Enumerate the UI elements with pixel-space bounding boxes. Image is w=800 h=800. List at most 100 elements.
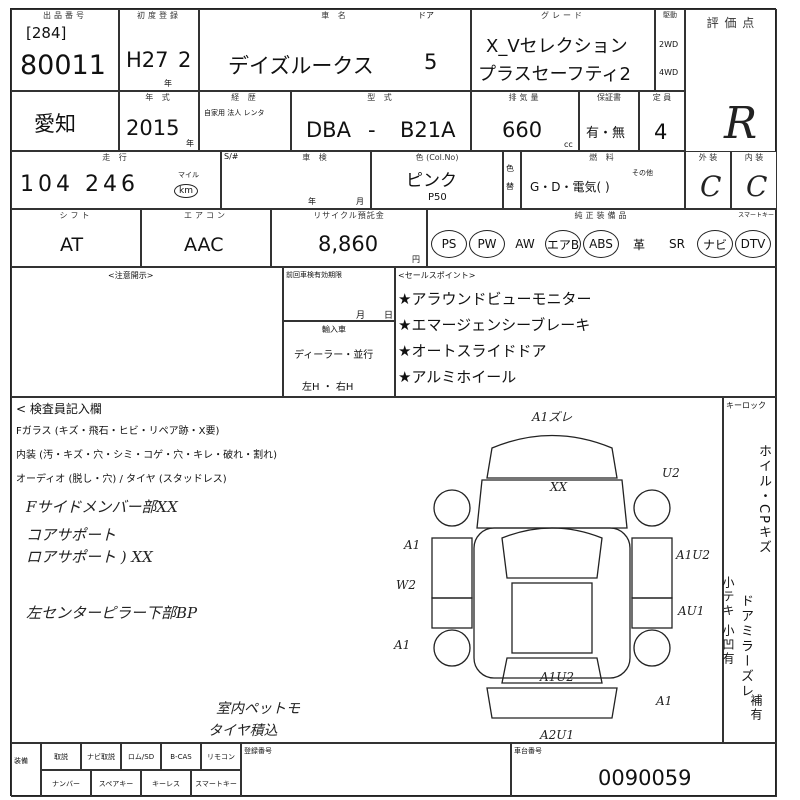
exterior-grade: C [700, 170, 722, 203]
glass-note: Fガラス (キズ・飛石・ヒビ・リペア跡・X要) [16, 426, 220, 437]
import-dealer: ディーラー・並行 [294, 350, 374, 361]
mileage: 104 246 [20, 172, 139, 197]
type-code: B21A [400, 118, 456, 142]
fuel-cell: 燃 料 G・D・電気( ) その他 [521, 151, 685, 209]
displacement-cell: 排気量 660 cc [471, 91, 579, 151]
diagram-mark-rear-right: A1 [656, 694, 673, 708]
recycle-unit: 円 [412, 255, 420, 264]
lot-label: 出品番号 [43, 11, 87, 20]
odometer-label: S/# [224, 152, 239, 161]
recycle: 8,860 [318, 232, 379, 256]
hand-note-2: コアサポート [26, 526, 117, 544]
inspector-cell: < 検査員記入欄 Fガラス (キズ・飛石・ヒビ・リペア跡・X要) 内装 (汚・キ… [11, 397, 723, 743]
displacement: 660 [502, 118, 543, 142]
region-cell: 愛知 [11, 91, 119, 151]
grade-line-1: X_Vセレクション [486, 36, 628, 57]
year-cell: 年 式 2015 年 [119, 91, 199, 151]
keylock-text-2: ドアミラーズレ [738, 594, 753, 699]
import-cell: 輸入車 ディーラー・並行 左H ・ 右H [283, 321, 395, 397]
capacity-cell: 定 員 4 [639, 91, 685, 151]
exterior-label: 外 装 [698, 153, 718, 162]
warranty-value: 有・無 [586, 126, 626, 141]
mileage-label: 走 行 [102, 153, 130, 162]
model-cell: 車 名 デイズルークス 5 ドア [199, 9, 471, 91]
fuel-label: 燃 料 [589, 153, 617, 162]
mileage-cell: 走 行 104 246 マイル km [11, 151, 221, 209]
prev-inspection-cell: 前回車検有効期限 月 日 [283, 267, 395, 321]
sales-point: ★オートスライドドア [398, 342, 547, 360]
doors-label: ドア [418, 11, 434, 20]
footer-row-2: ナンバースペアキーキーレススマートキー [41, 770, 241, 797]
footer-item: スマートキー [191, 770, 241, 797]
sales-point: ★エマージェンシーブレーキ [398, 316, 591, 334]
diagram-mark-hood: XX [550, 480, 568, 494]
keylock-label: キーロック [726, 401, 766, 410]
interior-cell: 内 装 C [731, 151, 777, 209]
car-diagram [431, 434, 673, 719]
sales-point: ★アルミホイール [398, 368, 517, 386]
audio-note: オーディオ (脱し・穴) / タイヤ (スタッドレス) [16, 474, 227, 485]
diagram-mark-front: A1ズレ [532, 410, 573, 424]
footer-item: ナンバー [41, 770, 91, 797]
model-name: デイズルークス [228, 54, 374, 78]
lot-cell: 出品番号 [284] 80011 [11, 9, 119, 91]
vin-label: 車台番号 [514, 747, 542, 755]
sales-points-list: ★アラウンドビューモニター★エマージェンシーブレーキ★オートスライドドア★アルミ… [398, 286, 591, 390]
first-reg-cell: 初度登録 H27 2 年 [119, 9, 199, 91]
fuel-other: その他 [632, 169, 653, 177]
inspection-unit-year: 年 [308, 197, 316, 206]
history-note: 自家用 法人 レンタ [204, 109, 265, 117]
year-label: 年 式 [145, 93, 173, 102]
equipment-item: 革 [632, 237, 645, 252]
lot-number: 80011 [20, 50, 106, 81]
exterior-cell: 外 装 C [685, 151, 731, 209]
diagram-mark-right-front: U2 [662, 466, 680, 480]
color-change-label: 色替 [506, 164, 514, 191]
diagram-mark-left-rear: A1 [394, 638, 411, 652]
ac: AAC [184, 234, 224, 256]
smartkey-label: スマートキー [738, 212, 774, 219]
first-reg-unit: 年 [164, 79, 172, 88]
inspector-label: < 検査員記入欄 [16, 402, 102, 416]
door-count: 5 [424, 50, 438, 74]
color-label: 色 (Col.No) [415, 153, 459, 162]
hand-note-4: 左センターピラー下部BP [26, 604, 198, 622]
footer-item: キーレス [141, 770, 191, 797]
prev-inspection-day: 日 [384, 311, 394, 321]
keylock-text-1: ホイル・CPキズ [756, 444, 771, 555]
interior-grade: C [746, 170, 768, 203]
capacity: 4 [654, 120, 668, 144]
steering: 左H ・ 右H [302, 382, 354, 393]
footer-item: スペアキー [91, 770, 141, 797]
sales-points-cell: <セールスポイント> ★アラウンドビューモニター★エマージェンシーブレーキ★オー… [395, 267, 777, 397]
venue-code: [284] [26, 24, 67, 42]
displacement-label: 排気量 [508, 93, 542, 102]
shift-cell: シフト AT [11, 209, 141, 267]
bottom-note-2: タイヤ積込 [208, 723, 278, 739]
inspection-label: 車 検 [302, 153, 330, 162]
diagram-mark-left-front: A1 [404, 538, 421, 552]
type-prefix: DBA [306, 118, 351, 142]
diagram-mark-right-rear: AU1 [678, 604, 705, 618]
shift: AT [60, 234, 84, 256]
inspection-expiry-cell: S/# 車 検 年 月 [221, 151, 371, 209]
footer-item: ナビ取説 [81, 743, 121, 770]
caution-label: <注意開示> [108, 271, 154, 280]
color-change-cell: 色替 [503, 151, 521, 209]
drive-label: 駆動 [663, 11, 677, 19]
drive-cell: 駆動 2WD 4WD [655, 9, 685, 91]
diagram-mark-bumper: A2U1 [540, 728, 575, 742]
vin: 0090059 [598, 766, 692, 790]
color: ピンク [406, 171, 457, 191]
history-cell: 経 歴 自家用 法人 レンタ [199, 91, 291, 151]
equipment-item: AW [515, 237, 535, 251]
warranty-label: 保証書 [597, 93, 621, 102]
score-label: 評 価 点 [706, 16, 756, 30]
model-label: 車 名 [321, 11, 349, 20]
equipment-item: PW [469, 230, 505, 258]
mileage-unit-km: km [174, 184, 198, 198]
caution-cell: <注意開示> [11, 267, 283, 397]
first-reg-label: 初度登録 [137, 11, 181, 20]
displacement-unit: cc [564, 140, 573, 149]
